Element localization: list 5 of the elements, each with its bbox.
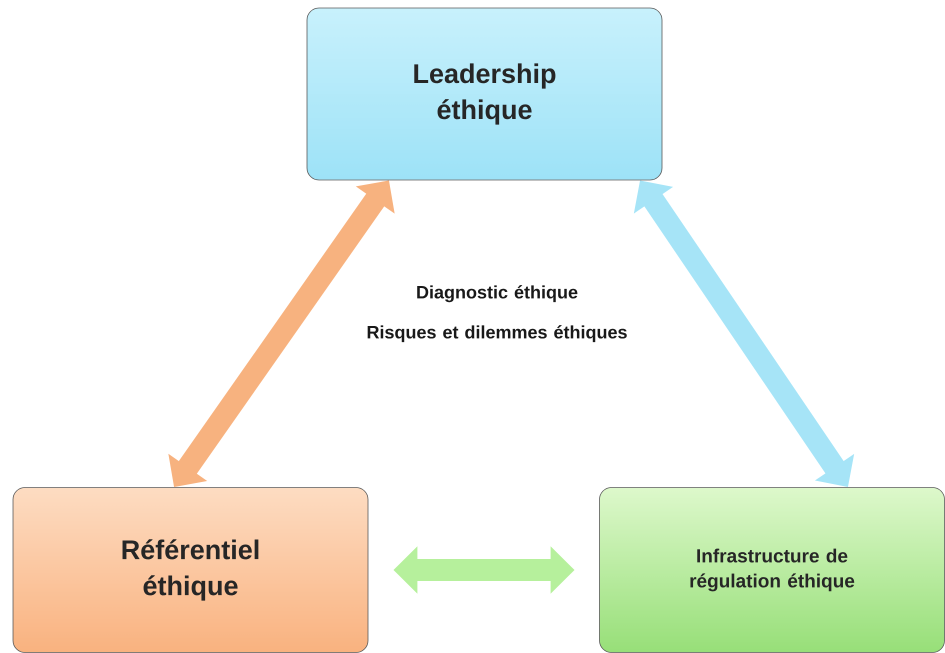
concept-box: Infrastructure de régulation éthique — [599, 487, 945, 653]
center-text: Risques et dilemmes éthiques — [368, 325, 627, 342]
concept-box: Leadership éthique — [306, 8, 662, 180]
concept-box: Référentiel éthique — [12, 487, 368, 653]
center-text: Diagnostic éthique — [417, 285, 578, 302]
